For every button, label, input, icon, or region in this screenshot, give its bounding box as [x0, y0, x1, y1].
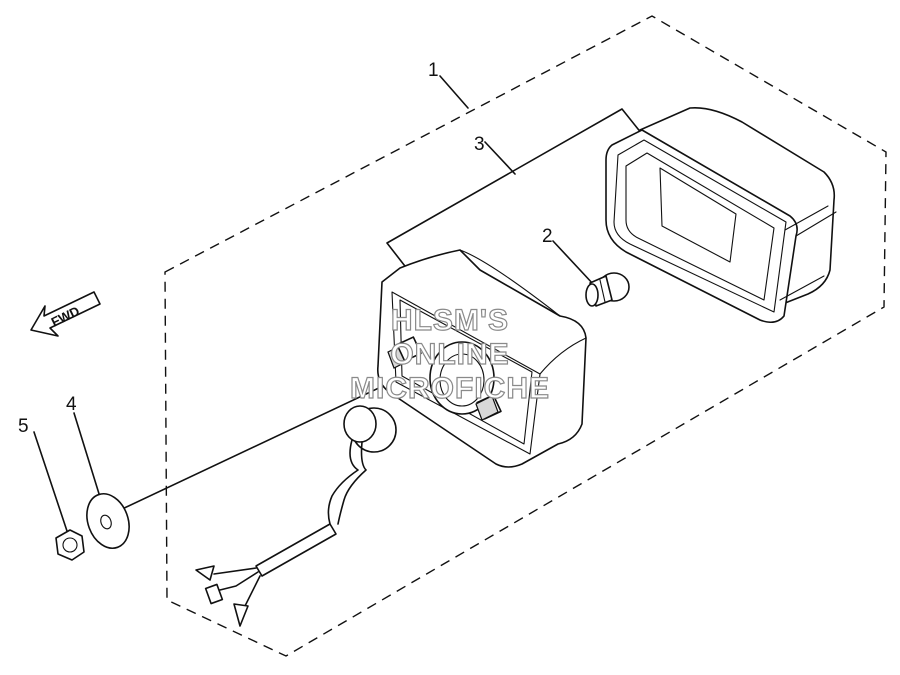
callout-4: 4 [66, 394, 77, 415]
fwd-label: FWD [49, 303, 82, 329]
callout-1: 1 [428, 60, 439, 81]
bulb [585, 272, 630, 307]
leader-line-2 [552, 240, 595, 286]
leader-line-4 [73, 412, 101, 498]
socket-and-wiring [195, 405, 397, 627]
nut [55, 529, 85, 561]
leader-line-1 [439, 75, 469, 109]
subassembly-bracket [386, 108, 643, 271]
watermark-line-2: ONLINE [390, 338, 509, 371]
forward-direction-arrow: FWD [30, 291, 101, 337]
callout-5: 5 [18, 416, 29, 437]
leader-line-3 [484, 141, 516, 175]
washer [86, 493, 130, 549]
tail-light-lens [605, 106, 837, 324]
leader-line-5 [33, 431, 69, 535]
bolt-axis-line [119, 377, 401, 511]
assembly-boundary [164, 15, 887, 657]
watermark: HLSM'S ONLINE MICROFICHE [349, 303, 550, 405]
tail-light-housing [376, 249, 587, 468]
callout-2: 2 [542, 226, 553, 247]
watermark-line-1: HLSM'S [391, 304, 509, 337]
watermark-line-3: MICROFICHE [350, 372, 550, 405]
callout-3: 3 [474, 134, 485, 155]
